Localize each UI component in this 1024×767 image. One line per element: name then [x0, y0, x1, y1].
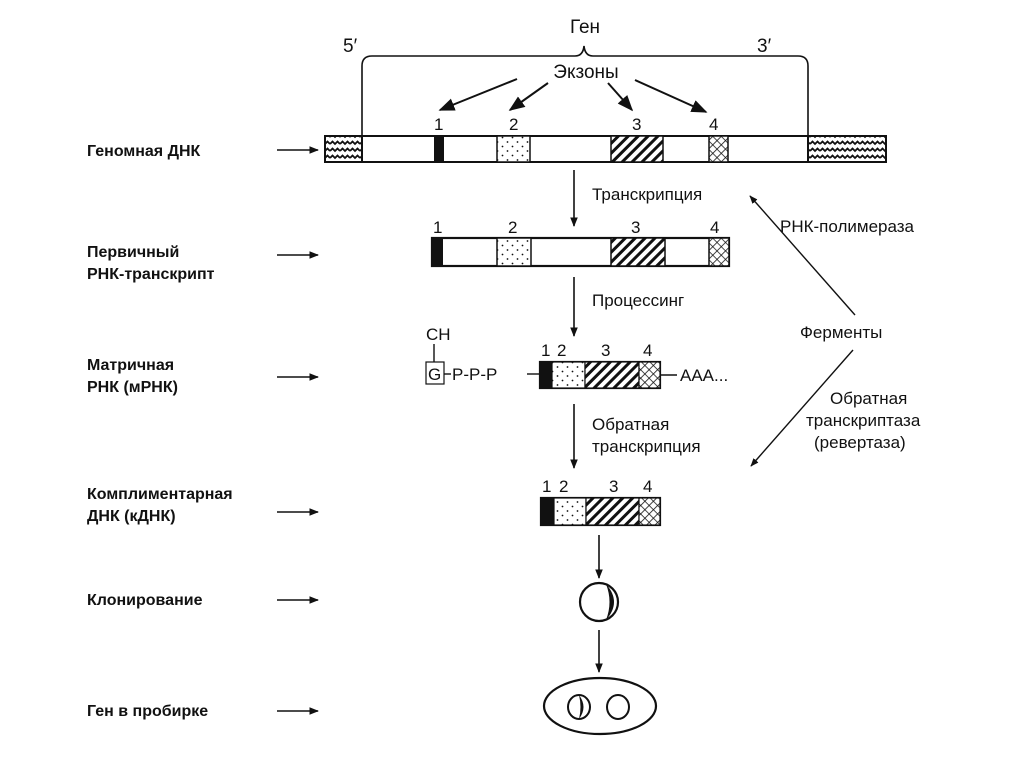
flank-5-region [324, 135, 363, 163]
stage-label: Комплиментарная [87, 486, 233, 503]
cap-ch-label: CH [426, 325, 451, 344]
exon-number: 1 [433, 218, 442, 237]
exon-number: 2 [559, 477, 568, 496]
transcription-label: Транскрипция [592, 185, 702, 204]
five-prime-label: 5′ [343, 36, 358, 57]
exon-pointer-arrow-4 [634, 79, 708, 113]
reverse-transcription-label: Обратная [592, 415, 669, 434]
cap-g-label: G [428, 365, 441, 384]
exon-number: 4 [709, 115, 718, 134]
exon-2-block [496, 135, 531, 163]
exon-number: 3 [601, 341, 610, 360]
row-genomic-dna: Геномная ДНК 1 2 3 4 [87, 115, 887, 163]
exon-2-block [551, 361, 586, 389]
exon-4-block [638, 361, 661, 389]
exon-pointer-arrow-1 [438, 78, 518, 111]
enzymes-group: РНК-полимераза Ферменты Обратная транскр… [749, 195, 921, 467]
gene-brace [361, 45, 809, 136]
cdna-bar [539, 496, 662, 527]
row-cdna: Комплиментарная ДНК (кДНК) 1 2 3 4 [87, 477, 662, 527]
exon-number: 4 [710, 218, 719, 237]
gene-label: Ген [570, 17, 600, 38]
test-tube-icon [542, 676, 658, 736]
genomic-dna-bar [324, 135, 887, 163]
row-gene-in-tube: Ген в пробирке [87, 676, 658, 736]
exon-3-block [585, 497, 640, 526]
exon-3-block [584, 361, 640, 389]
stage-label: Клонирование [87, 592, 203, 609]
rna-polymerase-label: РНК-полимераза [780, 217, 915, 236]
exon-number: 4 [643, 341, 652, 360]
processing-label: Процессинг [592, 291, 684, 310]
stage-label: Ген в пробирке [87, 703, 208, 720]
exon-3-block [610, 237, 666, 267]
flank-3-region [807, 135, 887, 163]
gene-body [361, 135, 809, 163]
enzymes-title: Ферменты [800, 323, 882, 342]
exon-1-block [540, 362, 552, 388]
stage-label: Первичный [87, 244, 179, 261]
row-primary-transcript: Первичный РНК-транскрипт 1 2 3 4 [87, 218, 731, 283]
exon-number: 4 [643, 477, 652, 496]
cell-colony-icon [578, 581, 620, 623]
exons-label: Экзоны [553, 62, 618, 83]
primary-transcript-bar [430, 236, 731, 268]
exon-number: 2 [508, 218, 517, 237]
three-prime-label: 3′ [757, 36, 772, 57]
exon-number: 3 [631, 218, 640, 237]
exon-number: 1 [542, 477, 551, 496]
exon-4-block [708, 237, 730, 267]
exon-number: 3 [609, 477, 618, 496]
reverse-transcription-label: транскрипция [592, 437, 701, 456]
reverse-transcriptase-label: (ревертаза) [814, 433, 906, 452]
exon-number: 2 [509, 115, 518, 134]
rna-polymerase-arrow [749, 195, 856, 316]
mrna-bar [538, 360, 662, 390]
stage-label: Матричная [87, 357, 174, 374]
reverse-transcriptase-label: транскриптаза [806, 411, 921, 430]
exon-4-block [638, 497, 661, 526]
stage-label: РНК (мРНК) [87, 379, 178, 396]
exon-1-block [434, 136, 444, 162]
triphosphate-label: P-P-P [452, 365, 497, 384]
stage-label: РНК-транскрипт [87, 266, 215, 283]
exon-2-block [553, 497, 587, 526]
reverse-transcriptase-arrow [750, 349, 854, 467]
row-cloning: Клонирование [87, 581, 620, 623]
exon-pointer-arrow-3 [607, 82, 634, 112]
exon-pointer-arrow-2 [508, 82, 549, 111]
exon-1-block [541, 498, 554, 525]
exon-number: 2 [557, 341, 566, 360]
stage-label: Геномная ДНК [87, 143, 201, 160]
stage-label: ДНК (кДНК) [87, 508, 176, 525]
poly-a-tail-label: AAA... [680, 366, 728, 385]
cap-g-box [425, 361, 445, 385]
exon-number: 3 [632, 115, 641, 134]
exon-1-block [432, 238, 443, 266]
exon-3-block [610, 135, 664, 163]
exon-4-block [708, 135, 729, 163]
exon-number: 1 [541, 341, 550, 360]
exon-number: 1 [434, 115, 443, 134]
exon-2-block [496, 237, 532, 267]
row-mrna: Матричная РНК (мРНК) CH G P-P-P 1 2 3 4 … [87, 325, 728, 396]
reverse-transcriptase-label: Обратная [830, 389, 907, 408]
